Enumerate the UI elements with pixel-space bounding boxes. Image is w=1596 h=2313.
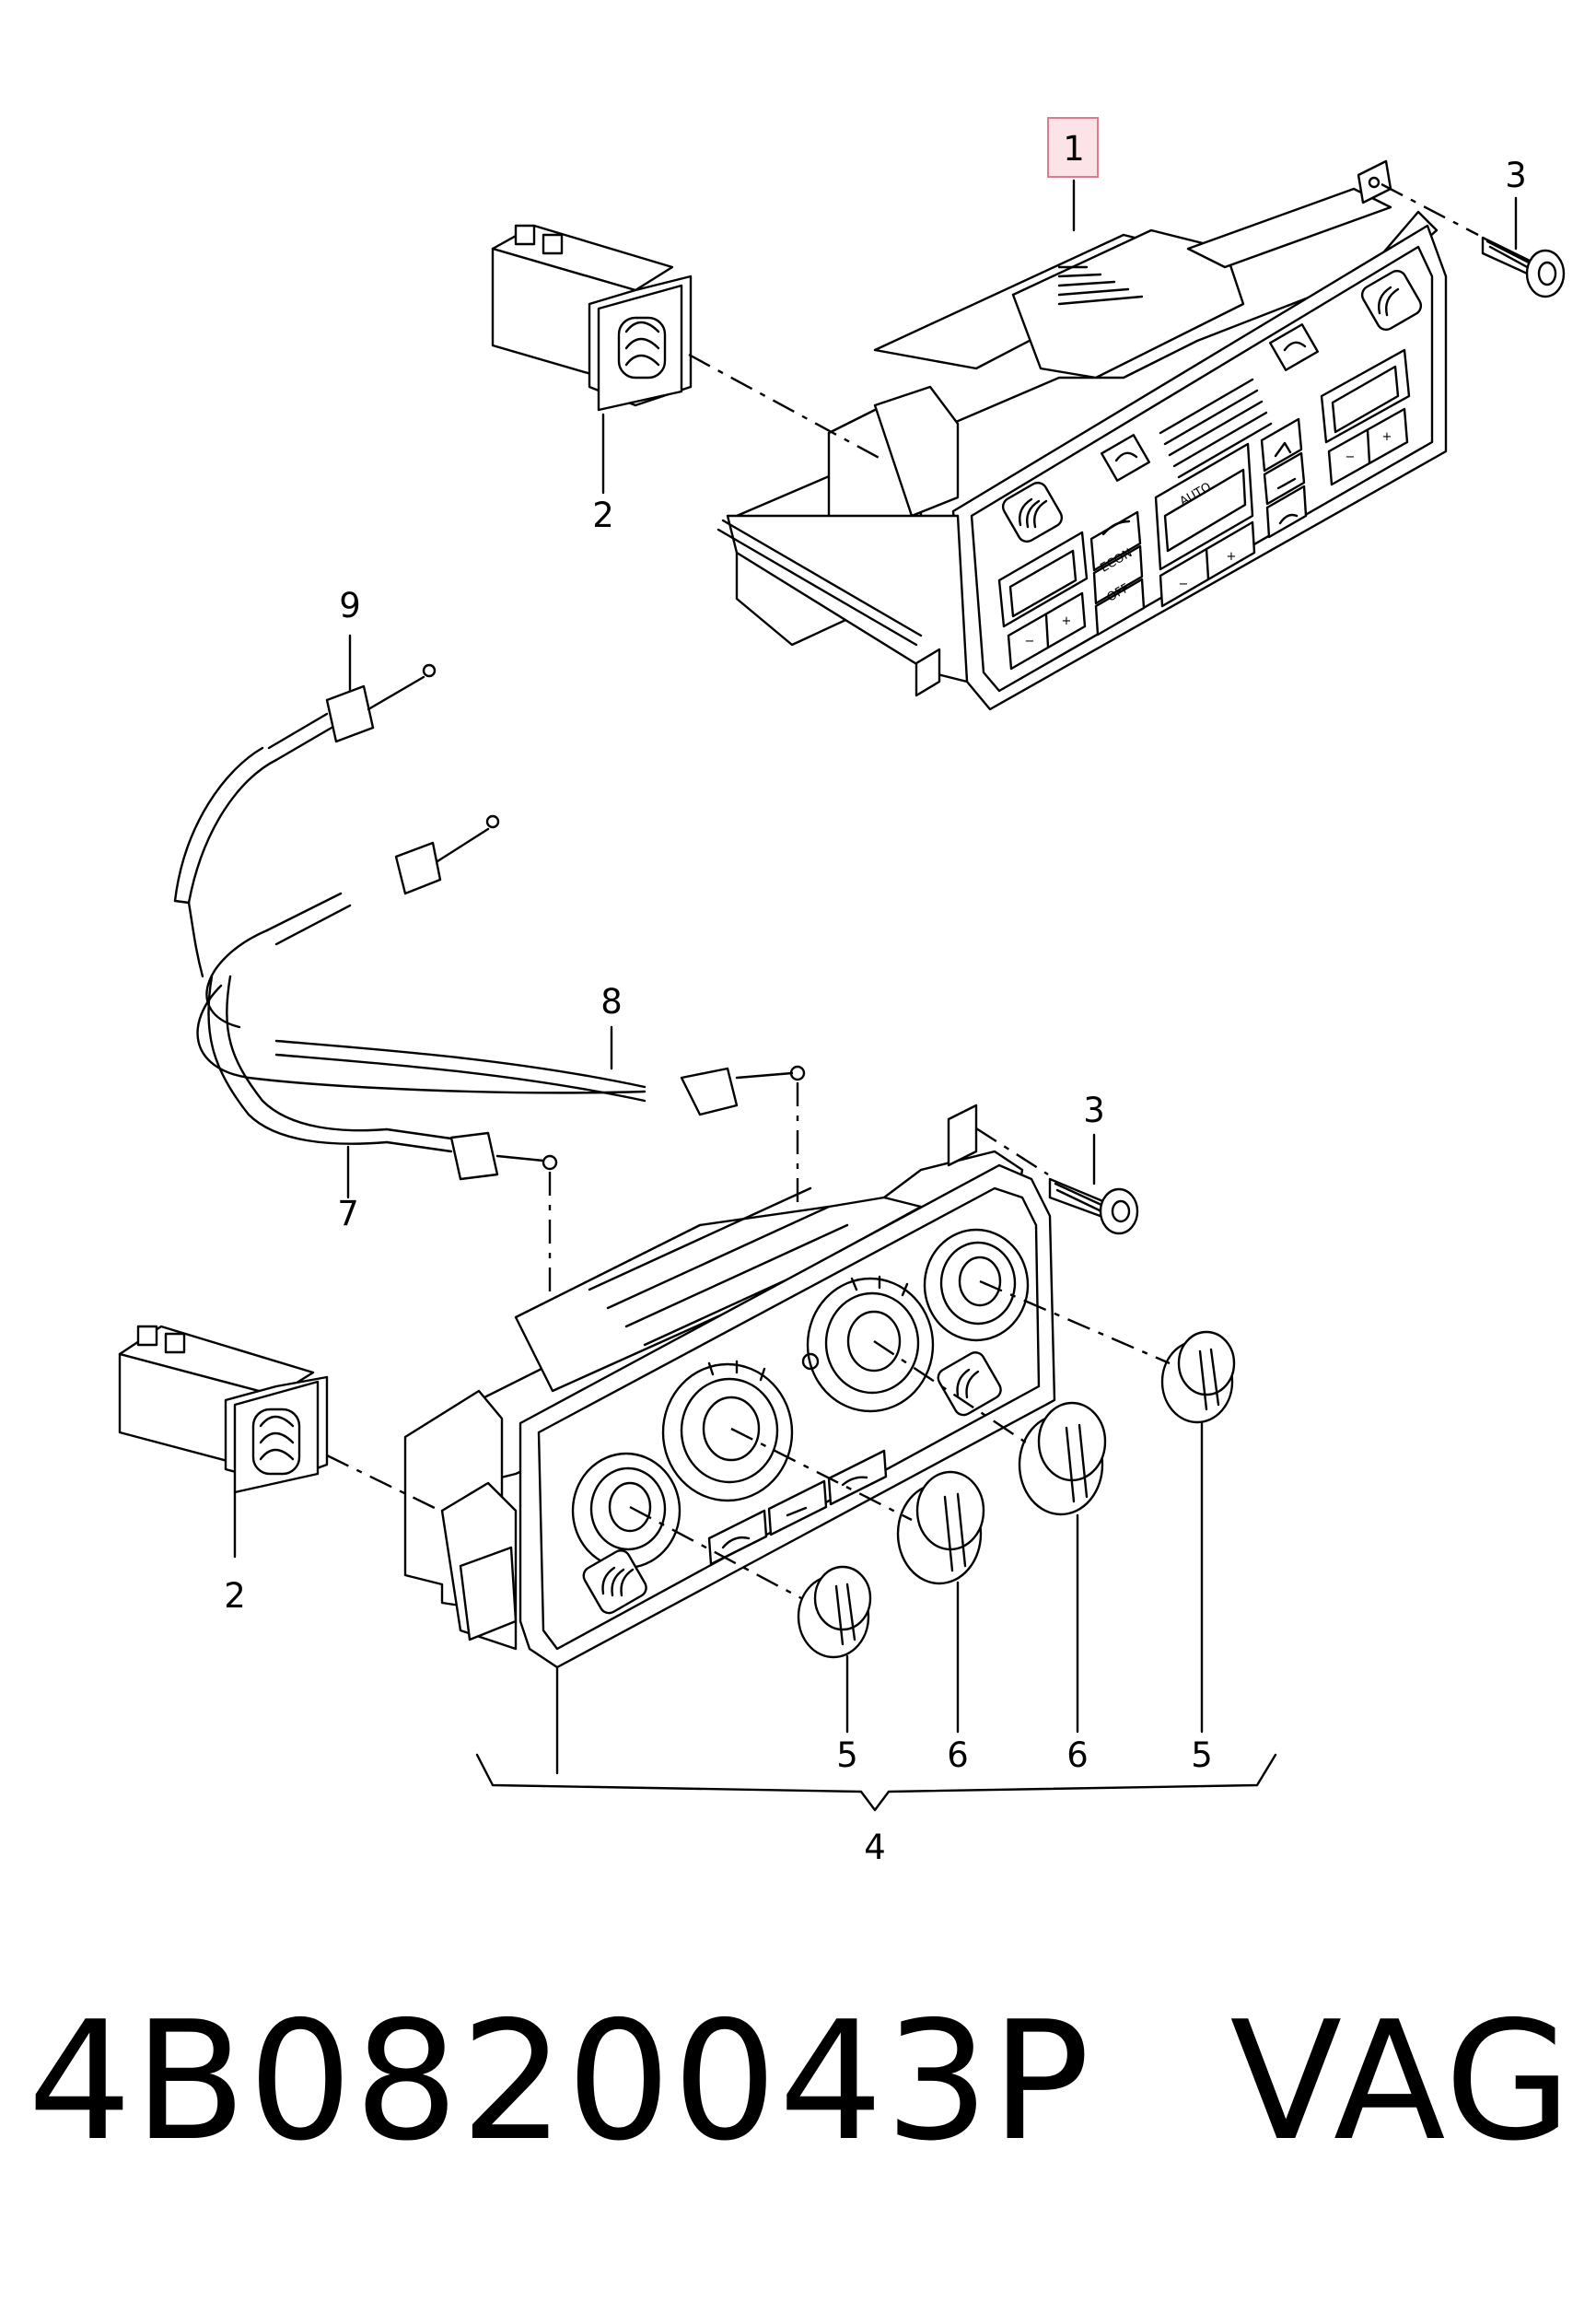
callout-6-right: 6 bbox=[1066, 1735, 1089, 1775]
knob-6-right bbox=[1018, 1401, 1107, 1516]
right-temp-minus: − bbox=[1346, 450, 1356, 464]
knob-5-right bbox=[1160, 1330, 1236, 1424]
cable-part-9: 9 bbox=[173, 586, 437, 978]
switch-module-top bbox=[491, 224, 693, 412]
right-temp-plus: + bbox=[1382, 430, 1392, 444]
dial-ring-1 bbox=[571, 1452, 682, 1570]
knob-5-left bbox=[797, 1565, 872, 1659]
callout-1-highlight bbox=[1047, 117, 1099, 178]
part-number: 4B0820043P bbox=[28, 1986, 1092, 2177]
left-temp-plus: + bbox=[1062, 614, 1072, 628]
callout-8: 8 bbox=[600, 982, 623, 1022]
callout-7: 7 bbox=[337, 1194, 359, 1233]
dial-ring-4 bbox=[923, 1228, 1030, 1342]
callout-9: 9 bbox=[339, 586, 361, 625]
screw-part-3-bottom bbox=[1048, 1177, 1139, 1235]
cable-part-7: 7 bbox=[207, 975, 558, 1233]
callout-5-right: 5 bbox=[1191, 1735, 1213, 1775]
dial-ring-2 bbox=[661, 1360, 794, 1502]
callout-2-top: 2 bbox=[592, 496, 614, 535]
callout-5-left: 5 bbox=[836, 1735, 858, 1775]
switch-module-bottom bbox=[118, 1325, 329, 1494]
center-plus: + bbox=[1227, 550, 1237, 564]
assembly-brace bbox=[475, 1753, 1277, 1812]
callout-3-bottom: 3 bbox=[1083, 1091, 1105, 1130]
brand-name: VAG bbox=[1229, 1986, 1574, 2177]
screw-part-3-top bbox=[1481, 236, 1566, 298]
callout-3-top: 3 bbox=[1505, 156, 1527, 195]
manual-climate-control-part-4 bbox=[403, 1104, 1056, 1669]
callout-6-left: 6 bbox=[947, 1735, 969, 1775]
climate-control-unit-part-1: − + ECON OFF AUTO − + − + bbox=[716, 159, 1448, 711]
knob-6-left bbox=[896, 1470, 985, 1585]
left-temp-minus: − bbox=[1025, 635, 1035, 648]
center-minus: − bbox=[1179, 578, 1189, 591]
cable-part-8: 8 bbox=[196, 814, 806, 1116]
callout-1: 1 bbox=[1063, 129, 1085, 169]
dial-ring-3 bbox=[801, 1275, 935, 1413]
callout-4: 4 bbox=[864, 1828, 886, 1867]
callout-2-bottom: 2 bbox=[224, 1576, 246, 1616]
